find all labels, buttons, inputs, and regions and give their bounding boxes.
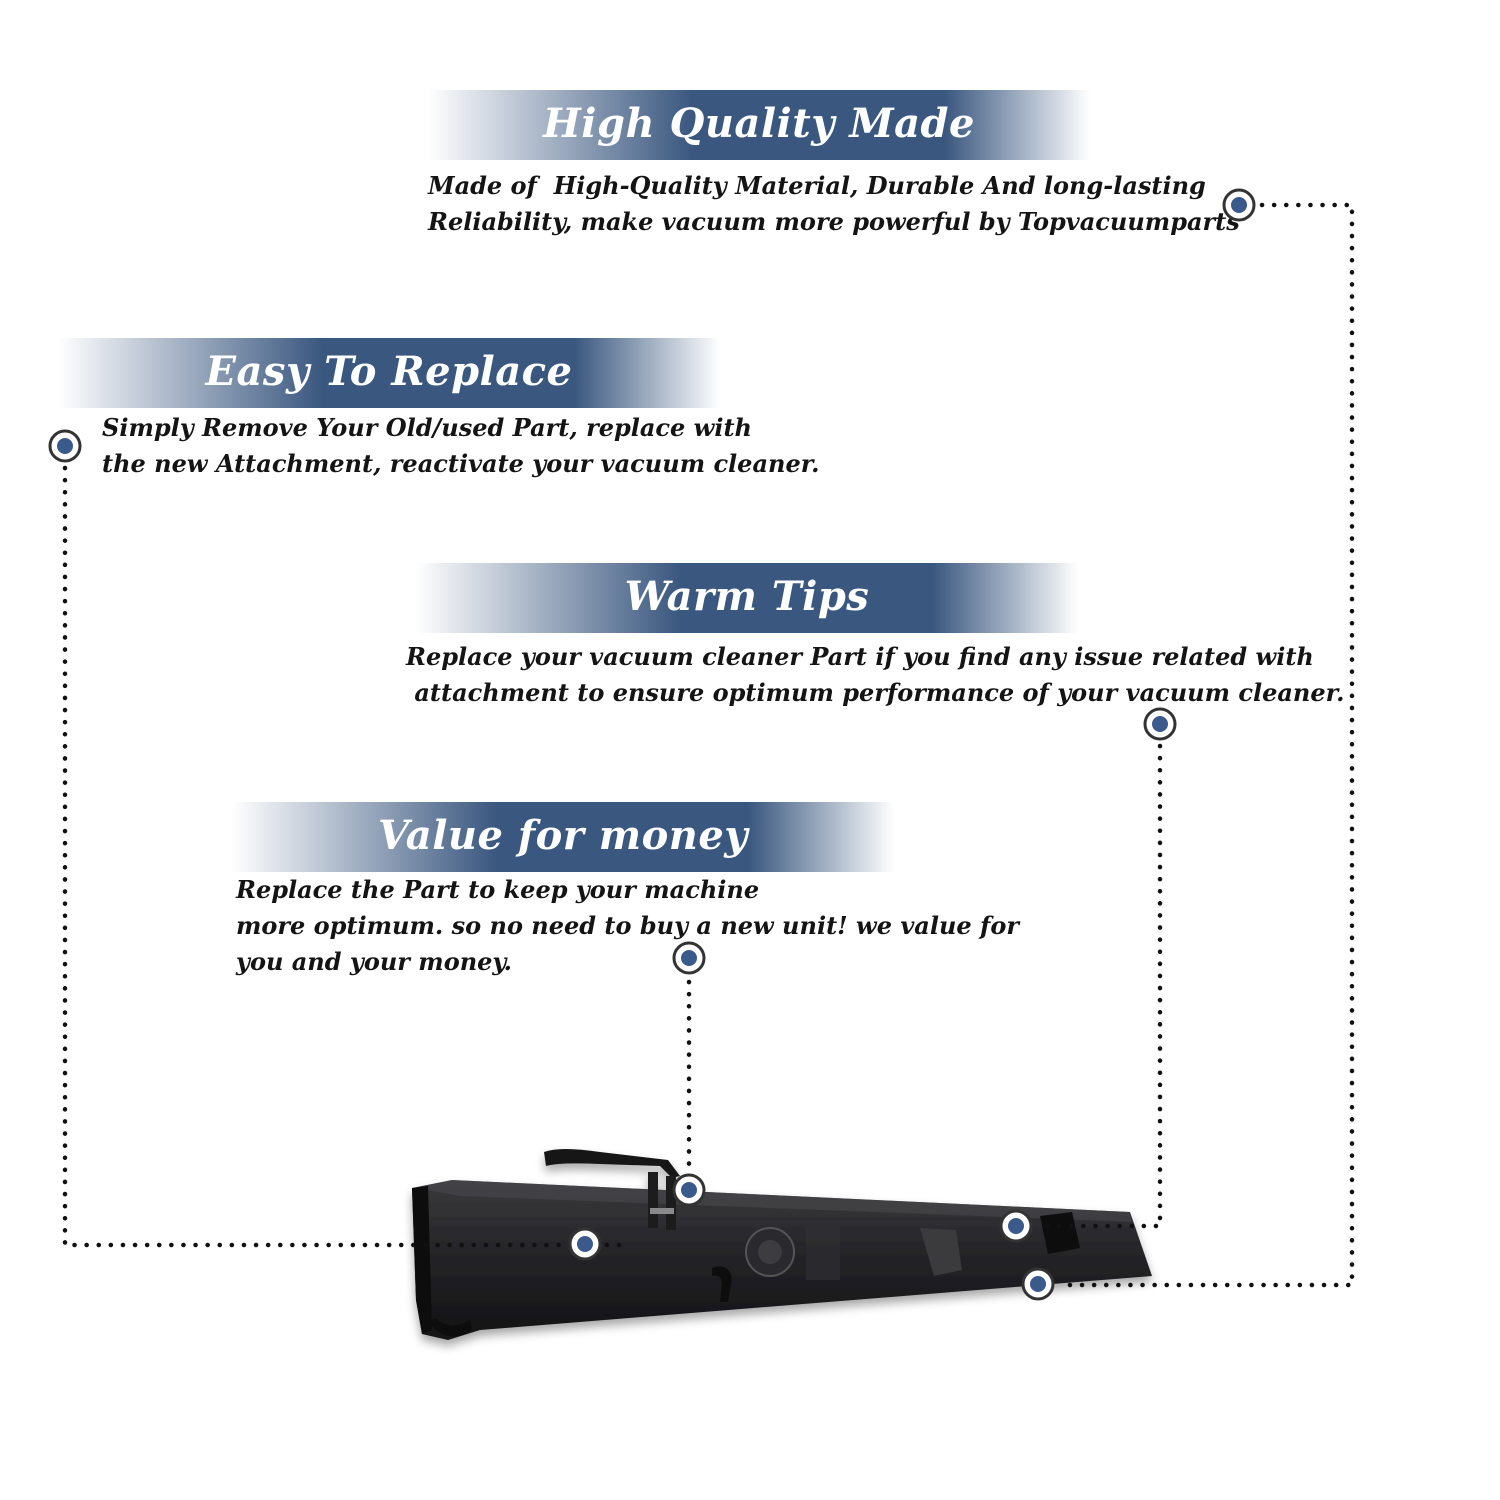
- description-value-for-money: Replace the Part to keep your machine mo…: [236, 872, 1019, 980]
- vacuum-handle-part-image: [412, 1149, 1152, 1340]
- description-line: Replace your vacuum cleaner Part if you …: [406, 642, 1314, 671]
- description-line: Made of High-Quality Material, Durable A…: [428, 171, 1206, 200]
- banner-easy-replace: Easy To Replace: [58, 338, 720, 408]
- banner-title-easy-replace: Easy To Replace: [205, 347, 573, 395]
- marker-product-end: [1021, 1267, 1055, 1301]
- banner-warm-tips: Warm Tips: [416, 563, 1078, 633]
- marker-product-bracket: [999, 1209, 1033, 1243]
- description-line: you and your money.: [236, 947, 512, 976]
- description-easy-replace: Simply Remove Your Old/used Part, replac…: [102, 410, 820, 482]
- banner-title-warm-tips: Warm Tips: [624, 572, 870, 620]
- description-line: Replace the Part to keep your machine: [236, 875, 760, 904]
- description-line: the new Attachment, reactivate your vacu…: [102, 449, 820, 478]
- description-line: more optimum. so no need to buy a new un…: [236, 911, 1019, 940]
- description-warm-tips: Replace your vacuum cleaner Part if you …: [406, 639, 1344, 711]
- connector-lines: [62, 202, 1355, 1288]
- marker-value-for-money: [672, 941, 706, 975]
- banner-title-high-quality: High Quality Made: [543, 99, 975, 147]
- banner-value-for-money: Value for money: [232, 802, 894, 872]
- marker-easy-replace: [48, 429, 82, 463]
- marker-high-quality: [1222, 188, 1256, 222]
- marker-product-body: [568, 1227, 602, 1261]
- callout-markers: [48, 188, 1256, 1301]
- banner-high-quality: High Quality Made: [428, 90, 1090, 160]
- description-line: attachment to ensure optimum performance…: [406, 678, 1345, 707]
- description-line: Simply Remove Your Old/used Part, replac…: [102, 413, 752, 442]
- marker-product-latch: [672, 1173, 706, 1207]
- description-line: Reliability, make vacuum more powerful b…: [428, 207, 1240, 236]
- marker-warm-tips: [1143, 707, 1177, 741]
- banner-title-value-for-money: Value for money: [377, 811, 749, 859]
- description-high-quality: Made of High-Quality Material, Durable A…: [428, 168, 1240, 240]
